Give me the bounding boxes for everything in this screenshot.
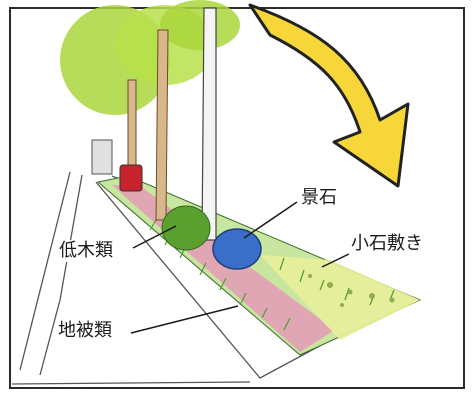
postbox <box>119 164 143 192</box>
small-stones-area <box>260 255 420 340</box>
shrub <box>161 205 211 251</box>
signboard <box>91 139 113 175</box>
utility-pole <box>201 7 217 241</box>
leader-ground-cover <box>130 305 239 334</box>
label-landscape-stone: 景石 <box>299 187 339 209</box>
direction-arrow <box>248 3 410 188</box>
leader-small-stones <box>321 253 350 268</box>
leader-shrubs <box>132 225 177 249</box>
label-shrubs: 低木類 <box>57 240 115 262</box>
trees <box>60 0 240 221</box>
label-small-stones: 小石敷き <box>349 233 425 255</box>
leader-landscape-stone <box>243 201 298 239</box>
landscape-stone <box>212 228 262 270</box>
leader-lines <box>130 201 350 334</box>
ground-cover-hatch <box>149 219 395 331</box>
small-stones-texture <box>308 274 395 307</box>
label-ground-cover: 地被類 <box>56 320 114 342</box>
